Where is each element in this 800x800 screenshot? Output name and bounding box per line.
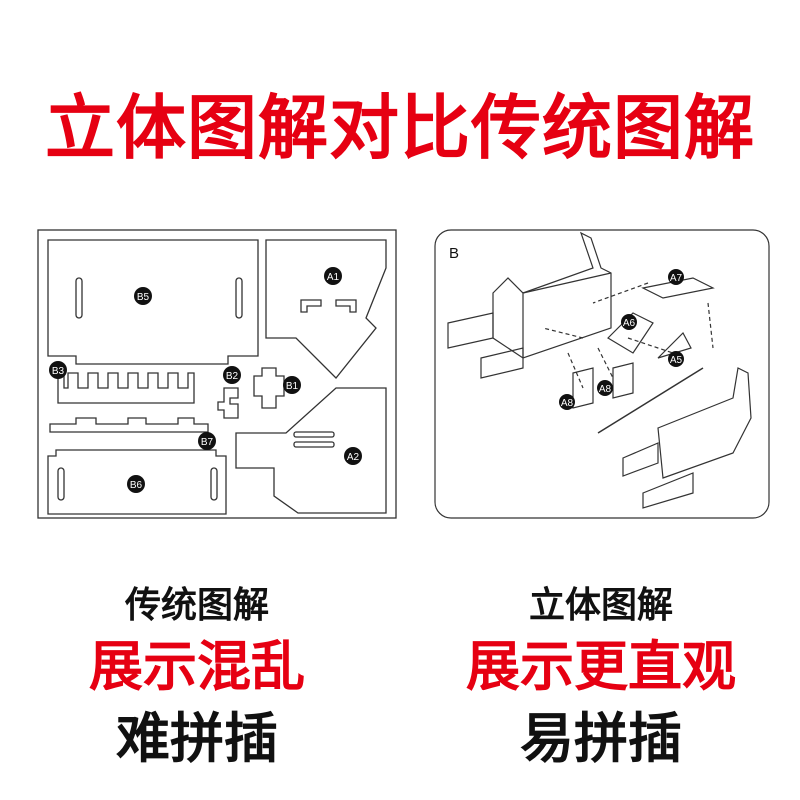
label-a7: A7: [670, 273, 683, 284]
label-b5: B5: [137, 292, 150, 303]
part-b3: [57, 372, 195, 404]
part-b7: [49, 417, 209, 433]
label-b2: B2: [226, 371, 239, 382]
traditional-heading: 传统图解: [124, 585, 269, 626]
traditional-line1: 展示混乱: [89, 635, 305, 698]
page-title: 立体图解对比传统图解: [45, 87, 755, 169]
stereo-line2: 易拼插: [520, 707, 682, 770]
part-a2: [235, 387, 387, 514]
part-b6: [47, 449, 227, 515]
panel-label: B: [449, 245, 459, 262]
part-a1: [265, 239, 387, 379]
label-a8-left: A8: [561, 398, 574, 409]
label-b3: B3: [52, 366, 65, 377]
label-a5: A5: [670, 355, 683, 366]
label-a8-right: A8: [599, 384, 612, 395]
label-b7: B7: [201, 437, 214, 448]
stereo-line1: 展示更直观: [466, 635, 736, 698]
label-a2: A2: [347, 452, 360, 463]
traditional-line2: 难拼插: [116, 707, 278, 770]
part-b1: [253, 367, 285, 409]
panel-border: [37, 229, 397, 519]
traditional-diagram: B5 A1 B3 B2 B1 B7 A2 B6: [37, 229, 397, 519]
label-a1: A1: [327, 272, 340, 283]
panel-border: [434, 229, 770, 519]
stereo-diagram: B A7 A6 A5 A8 A8: [434, 229, 770, 519]
label-a6: A6: [623, 318, 636, 329]
part-b5: [47, 239, 259, 365]
part-b2: [217, 387, 239, 419]
label-b1: B1: [286, 381, 299, 392]
label-b6: B6: [130, 480, 143, 491]
stereo-heading: 立体图解: [528, 585, 673, 626]
